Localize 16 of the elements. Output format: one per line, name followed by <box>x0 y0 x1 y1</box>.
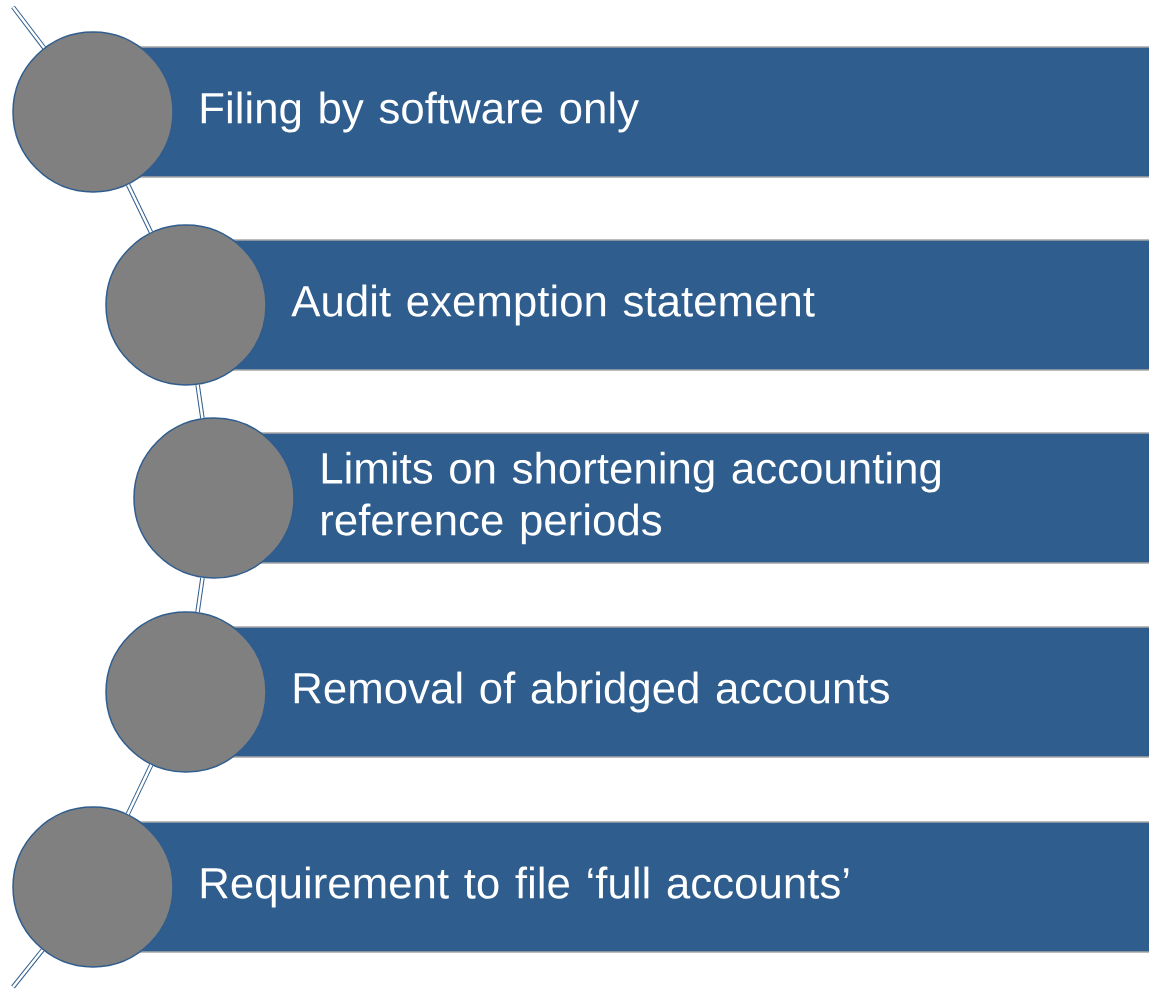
list-bar: Audit exemption statement <box>230 239 1149 371</box>
curve-connector <box>126 183 153 234</box>
circle-marker <box>105 224 267 386</box>
list-bar: Removal of abridged accounts <box>230 626 1149 758</box>
list-bar: Limits on shortening accounting reference periods <box>258 432 1149 564</box>
curve-connector <box>11 5 46 50</box>
circle-marker <box>133 417 295 579</box>
circle-marker <box>12 31 174 193</box>
curve-connector <box>195 384 205 419</box>
curve-connector <box>11 948 45 989</box>
curve-connector <box>195 577 205 613</box>
curve-connector <box>125 763 154 816</box>
circle-marker <box>105 611 267 773</box>
list-bar: Requirement to file ‘full accounts’ <box>137 821 1149 953</box>
list-bar: Filing by software only <box>137 46 1149 178</box>
circle-marker <box>12 806 174 968</box>
